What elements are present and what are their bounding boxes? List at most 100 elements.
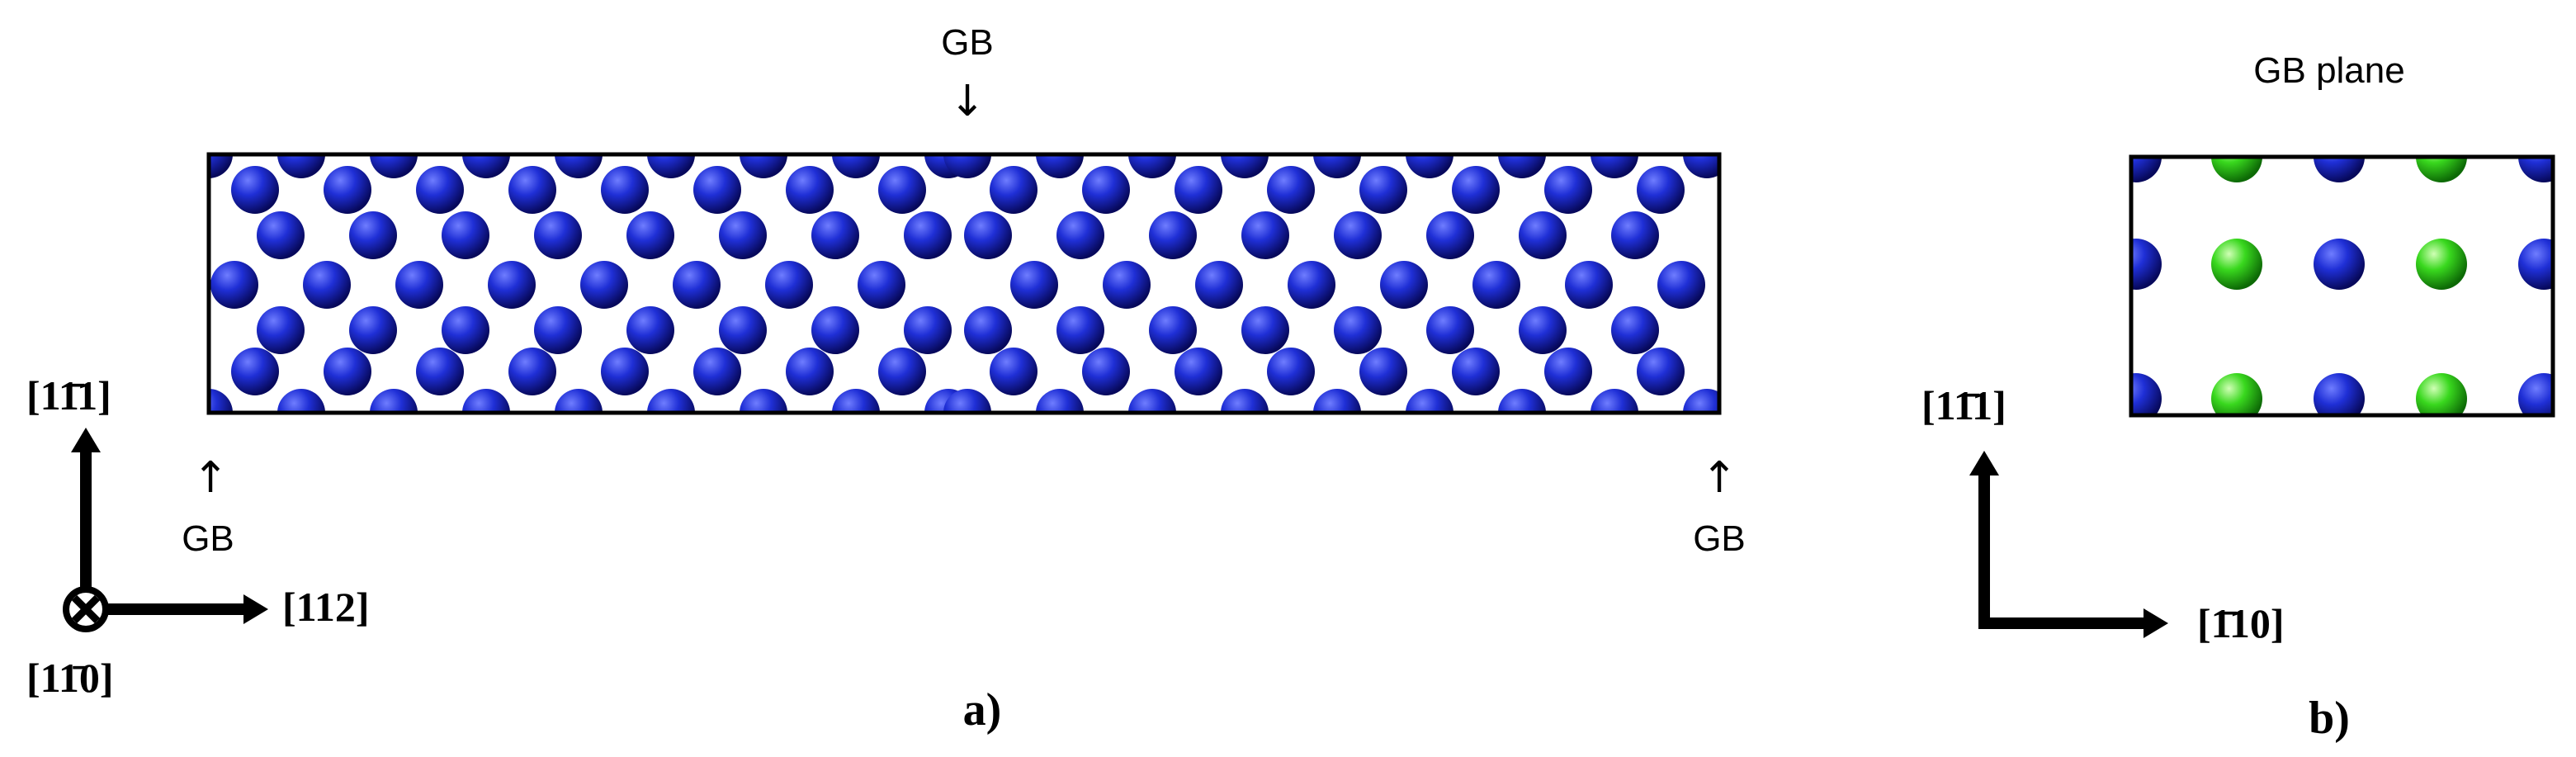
atom-blue xyxy=(719,211,767,259)
atom-blue xyxy=(349,306,397,354)
atom-blue xyxy=(601,166,649,214)
atom-blue xyxy=(1056,211,1104,259)
atom-blue xyxy=(943,154,991,178)
atom-blue xyxy=(257,211,305,259)
atom-blue xyxy=(1637,348,1685,395)
atom-blue xyxy=(765,261,813,309)
atom-blue xyxy=(209,154,233,178)
atom-blue xyxy=(2518,373,2553,415)
atom-blue xyxy=(1334,211,1382,259)
atom-green xyxy=(2211,157,2262,182)
atom-blue xyxy=(324,348,371,395)
atom-blue xyxy=(257,306,305,354)
atom-blue xyxy=(693,166,741,214)
atom-blue xyxy=(1472,261,1520,309)
atom-blue xyxy=(740,154,787,178)
atom-blue xyxy=(555,154,603,178)
atom-blue xyxy=(1267,166,1315,214)
gb-label-top: GB xyxy=(941,22,994,63)
atom-blue xyxy=(462,389,510,413)
atom-blue xyxy=(1544,166,1592,214)
atom-blue xyxy=(349,211,397,259)
atom-blue xyxy=(626,211,674,259)
atom-blue xyxy=(1359,166,1407,214)
atom-blue xyxy=(786,348,834,395)
atom-blue xyxy=(442,306,489,354)
atom-green xyxy=(2211,373,2262,415)
atom-blue xyxy=(1519,211,1567,259)
atom-blue xyxy=(964,306,1012,354)
atom-green xyxy=(2416,157,2467,182)
atom-blue xyxy=(231,348,279,395)
atom-blue xyxy=(1241,211,1289,259)
atom-green xyxy=(2211,239,2262,290)
panel-b: GB plane [11̄1] [1̄10] b) xyxy=(1921,50,2555,744)
axis-a-out-of-plane-label: [11̄0] xyxy=(26,655,114,701)
atom-blue xyxy=(2314,373,2365,415)
atom-blue xyxy=(580,261,628,309)
atom-blue xyxy=(1267,348,1315,395)
atom-blue xyxy=(1221,389,1269,413)
atom-blue xyxy=(488,261,536,309)
atom-blue xyxy=(647,154,695,178)
atom-blue xyxy=(1036,154,1084,178)
atom-blue xyxy=(719,306,767,354)
atom-blue xyxy=(1544,348,1592,395)
atom-blue xyxy=(1175,166,1222,214)
atom-blue xyxy=(1519,306,1567,354)
atom-blue xyxy=(508,348,556,395)
atom-blue xyxy=(1128,154,1176,178)
atom-blue xyxy=(1195,261,1243,309)
atom-blue xyxy=(1657,261,1705,309)
panel-b-atoms xyxy=(2131,157,2553,415)
atom-blue xyxy=(508,166,556,214)
atom-blue xyxy=(1591,389,1638,413)
atom-blue xyxy=(601,348,649,395)
atom-blue xyxy=(647,389,695,413)
atom-green xyxy=(2416,373,2467,415)
atom-blue xyxy=(395,261,443,309)
atom-blue xyxy=(2131,239,2162,290)
atom-blue xyxy=(832,154,880,178)
into-page-marker-icon xyxy=(63,586,109,632)
axis-b-vertical-label: [11̄1] xyxy=(1921,382,2006,428)
axis-a-horizontal-arrowhead xyxy=(243,594,268,624)
panel-a: GB ↓ ↑ GB ↑ GB [11̄1] [112] [11̄0] a) xyxy=(26,22,1746,736)
atom-blue xyxy=(673,261,721,309)
gb-arrow-down-icon: ↓ xyxy=(949,77,985,126)
axis-a-vertical-arrowhead xyxy=(71,428,101,452)
atom-blue xyxy=(832,389,880,413)
atom-blue xyxy=(990,166,1037,214)
atom-blue xyxy=(534,306,582,354)
atom-blue xyxy=(1637,166,1685,214)
atom-blue xyxy=(2314,157,2365,182)
atom-blue xyxy=(786,166,834,214)
panel-a-cell-frame xyxy=(206,152,1722,415)
atom-blue xyxy=(1611,211,1659,259)
atom-blue xyxy=(878,348,926,395)
axis-a-vertical-label: [11̄1] xyxy=(26,372,111,419)
axis-b-horizontal-label: [1̄10] xyxy=(2197,600,2285,646)
atom-blue xyxy=(2518,157,2553,182)
atom-blue xyxy=(2518,239,2553,290)
atom-blue xyxy=(277,154,325,178)
atom-green xyxy=(2416,239,2467,290)
gb-arrow-up-left-icon: ↑ xyxy=(192,453,229,503)
atom-blue xyxy=(1426,211,1474,259)
atom-blue xyxy=(209,389,233,413)
atom-blue xyxy=(1498,389,1546,413)
atom-blue xyxy=(1149,211,1197,259)
panel-a-caption: a) xyxy=(963,684,1002,736)
atom-blue xyxy=(1452,348,1500,395)
atom-blue xyxy=(1406,389,1453,413)
atom-blue xyxy=(1288,261,1335,309)
atom-blue xyxy=(2131,373,2162,415)
atom-blue xyxy=(462,154,510,178)
atom-blue xyxy=(1406,154,1453,178)
gb-label-bottom-right: GB xyxy=(1693,518,1746,559)
atom-blue xyxy=(1426,306,1474,354)
atom-blue xyxy=(626,306,674,354)
atom-blue xyxy=(943,389,991,413)
atom-blue xyxy=(1221,154,1269,178)
atom-blue xyxy=(1334,306,1382,354)
